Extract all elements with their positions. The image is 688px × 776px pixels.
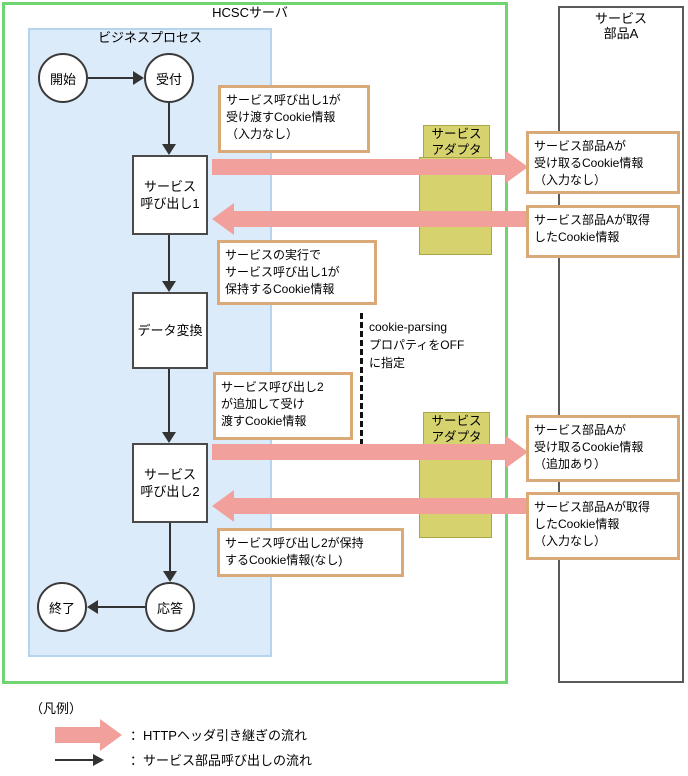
- http-arrow-4-bar: [234, 498, 526, 514]
- flow-arrowhead-down-icon: [162, 432, 176, 443]
- http-arrow-2-bar: [234, 211, 526, 227]
- node-accept: 受付: [144, 53, 194, 103]
- service-adapter-1-label: サービス アダプタ: [423, 125, 490, 158]
- note-componentA-acquired-cookie-none: サービス部品Aが取得 したCookie情報 （入力なし）: [526, 492, 680, 560]
- flow-line-reply-end: [98, 606, 145, 608]
- flow-line-convert-call2: [168, 369, 170, 432]
- legend-http-flow-label: ：HTTPヘッダ引き継ぎの流れ: [130, 728, 307, 743]
- note-componentA-receives-cookie-added: サービス部品Aが 受け取るCookie情報 （追加あり）: [526, 415, 680, 482]
- node-service-call-1: サービス 呼び出し1: [132, 155, 208, 235]
- note-call1-holds-cookie: サービスの実行で サービス呼び出し1が 保持するCookie情報: [217, 240, 377, 305]
- flow-line-call1-convert: [168, 235, 170, 281]
- legend-black-arrow-head-icon: [93, 754, 104, 766]
- note-call2-adds-cookie: サービス呼び出し2 が追加して受け 渡すCookie情報: [213, 372, 353, 440]
- cookie-parsing-dashed-line: [360, 313, 363, 445]
- http-arrow-2-head-icon: [212, 203, 234, 235]
- http-arrow-3-head-icon: [506, 436, 528, 468]
- flow-line-start-accept: [88, 77, 134, 79]
- note-call2-holds-cookie-none: サービス呼び出し2が保持 するCookie情報(なし): [217, 528, 404, 577]
- note-call1-passes-cookie: サービス呼び出し1が 受け渡すCookie情報 （入力なし）: [218, 85, 370, 153]
- flow-line-accept-call1: [168, 103, 170, 145]
- legend-pink-arrow-bar: [55, 727, 100, 743]
- hcsc-server-title: HCSCサーバ: [212, 5, 288, 20]
- node-start: 開始: [38, 53, 88, 103]
- legend-pink-arrow-head-icon: [100, 719, 122, 751]
- node-data-convert: データ変換: [132, 292, 208, 369]
- http-arrow-1-head-icon: [506, 151, 528, 183]
- flow-arrowhead-down-icon: [163, 571, 177, 582]
- business-process-title: ビジネスプロセス: [97, 30, 202, 45]
- http-arrow-3-bar: [212, 444, 506, 460]
- cookie-parsing-callout: cookie-parsing プロパティをOFF に指定: [369, 320, 465, 370]
- flow-arrowhead-down-icon: [162, 144, 176, 155]
- note-componentA-acquired-cookie: サービス部品Aが取得 したCookie情報: [526, 205, 680, 258]
- flow-line-call2-reply: [169, 523, 171, 572]
- service-adapter-2-label: サービス アダプタ: [423, 412, 490, 445]
- note-componentA-receives-cookie-none: サービス部品Aが 受け取るCookie情報 （入力なし）: [526, 131, 680, 194]
- legend-title: （凡例）: [30, 701, 83, 716]
- http-arrow-1-bar: [212, 159, 506, 175]
- node-reply: 応答: [145, 582, 195, 632]
- legend-service-flow-label: ：サービス部品呼び出しの流れ: [130, 753, 313, 768]
- flow-arrowhead-right-icon: [133, 71, 144, 85]
- http-arrow-4-head-icon: [212, 490, 234, 522]
- flow-arrowhead-down-icon: [162, 281, 176, 292]
- node-end: 終了: [37, 582, 87, 632]
- service-component-a-title: サービス 部品A: [594, 11, 647, 41]
- legend-black-arrow-line: [55, 759, 93, 761]
- service-component-a-box: [558, 6, 684, 683]
- flow-arrowhead-left-icon: [87, 600, 98, 614]
- node-service-call-2: サービス 呼び出し2: [132, 443, 208, 523]
